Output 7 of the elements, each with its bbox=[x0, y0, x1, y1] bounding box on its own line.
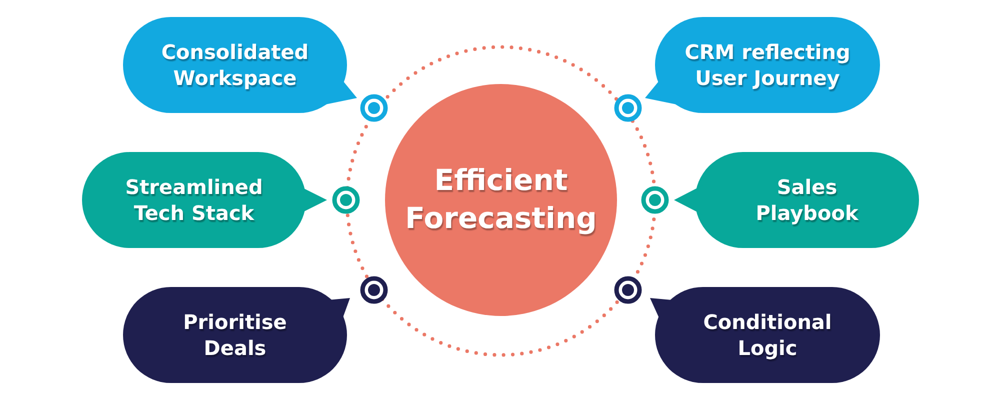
hub-title: Efficient Forecasting bbox=[404, 162, 598, 237]
bubble-text: CRM reflecting User Journey bbox=[684, 39, 852, 91]
bubble-text: Streamlined Tech Stack bbox=[124, 174, 264, 226]
bubble-text: Conditional Logic bbox=[702, 309, 833, 361]
bubble-text: Consolidated Workspace bbox=[160, 39, 310, 91]
bubble-text: Prioritise Deals bbox=[182, 309, 288, 361]
bubble-text: Sales Playbook bbox=[754, 174, 860, 226]
